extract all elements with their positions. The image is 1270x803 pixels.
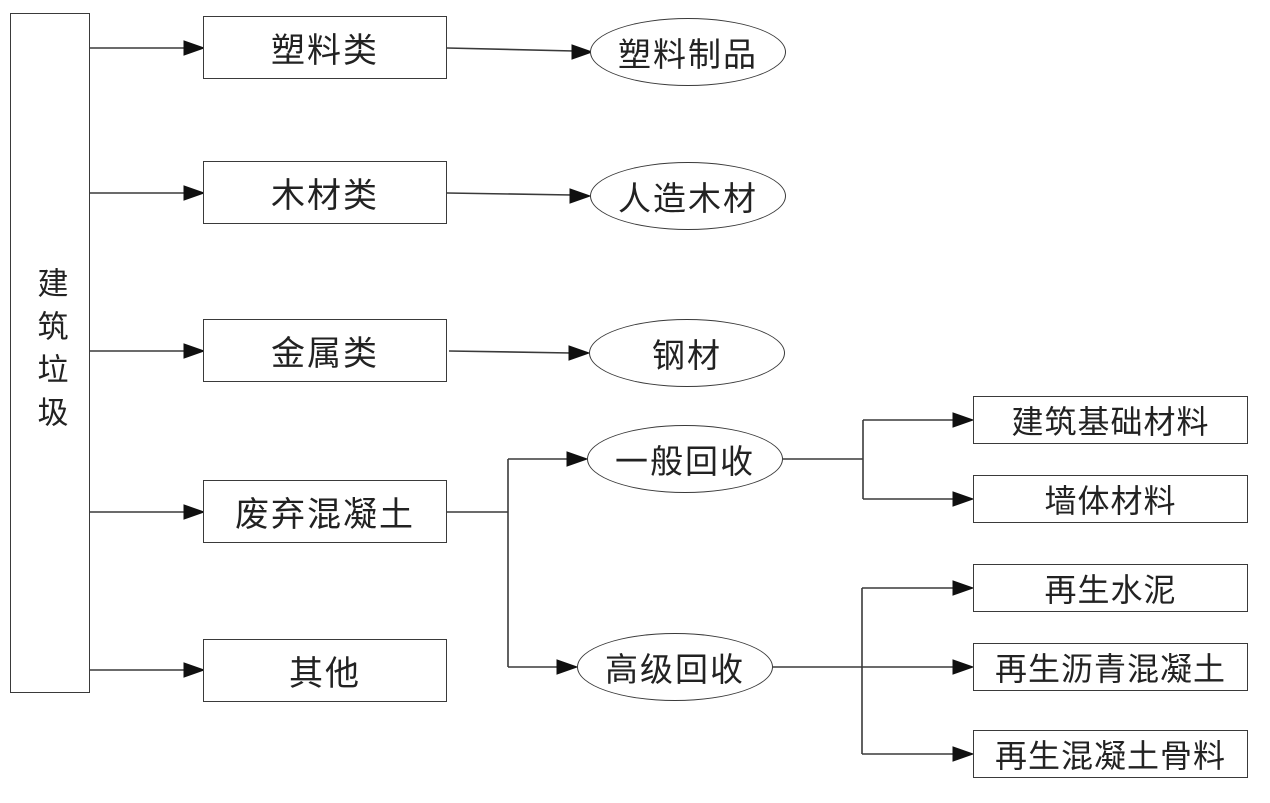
node-construction-waste: 建筑垃圾 <box>10 13 90 693</box>
node-recycled-cement: 再生水泥 <box>973 564 1248 612</box>
edges-advanced-recycling-outputs <box>773 580 975 762</box>
node-steel: 钢材 <box>589 319 785 387</box>
node-wall-material: 墙体材料 <box>973 475 1248 523</box>
node-plastics: 塑料类 <box>203 16 447 79</box>
node-wood: 木材类 <box>203 161 447 224</box>
edges-categories-to-products <box>446 44 594 361</box>
node-other: 其他 <box>203 639 447 702</box>
edges-root-to-categories <box>90 40 206 678</box>
node-foundation-material: 建筑基础材料 <box>973 396 1248 444</box>
node-recycled-concrete-aggregate: 再生混凝土骨料 <box>973 730 1248 778</box>
edges-concrete-branch <box>447 451 589 675</box>
node-plastic-products: 塑料制品 <box>590 18 786 86</box>
edges-general-recycling-outputs <box>783 412 975 507</box>
node-general-recycling: 一般回收 <box>587 425 783 493</box>
node-recycled-asphalt-concrete: 再生沥青混凝土 <box>973 643 1248 691</box>
node-metal: 金属类 <box>203 319 447 382</box>
node-waste-concrete: 废弃混凝土 <box>203 480 447 543</box>
node-artificial-wood: 人造木材 <box>590 162 786 230</box>
node-advanced-recycling: 高级回收 <box>577 633 773 701</box>
